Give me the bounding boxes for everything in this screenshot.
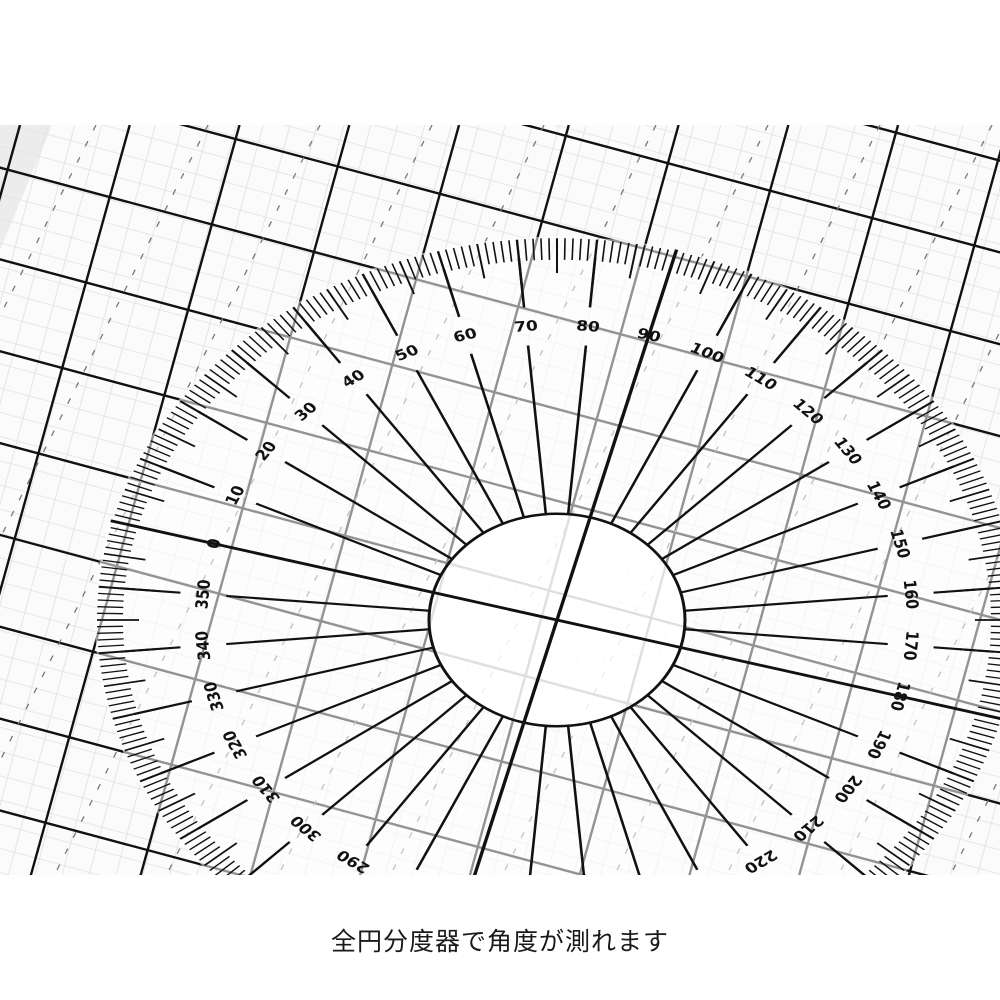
degree-label: 80	[575, 318, 600, 336]
caption-text: 全円分度器で角度が測れます	[330, 927, 669, 956]
degree-label: 0	[203, 537, 225, 551]
degree-label: 70	[513, 318, 538, 336]
degree-label: 160	[899, 579, 922, 610]
degree-label: 60	[451, 325, 479, 346]
degree-label: 170	[899, 630, 922, 661]
degree-label: 50	[392, 341, 422, 364]
baseline-90-270	[435, 249, 679, 875]
degree-label: 90	[635, 325, 663, 346]
degree-label: 350	[192, 579, 215, 610]
degree-label: 340	[192, 630, 215, 661]
